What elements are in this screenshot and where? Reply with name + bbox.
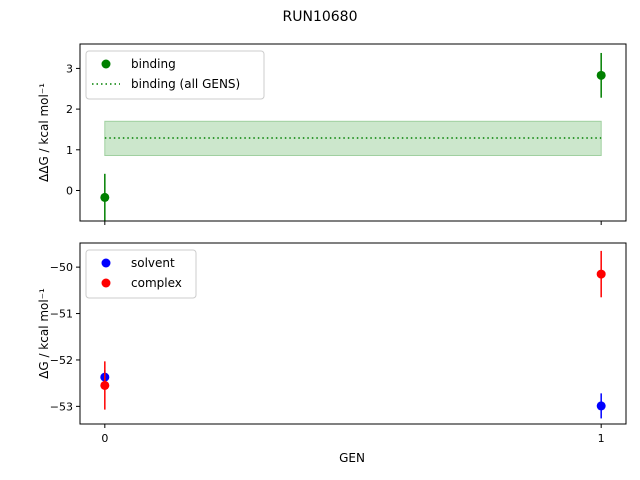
dg-panel: −53 −52 −51 −50 0 1 ΔG / kcal mol⁻¹ solvent comp…	[37, 242, 627, 445]
ddg-legend	[85, 50, 265, 100]
dg-ytick-label-0: −53	[50, 400, 73, 413]
ddg-ytick-label-3: 3	[66, 62, 73, 75]
dg-legend	[85, 249, 197, 299]
dg-xtick-label-0: 0	[101, 432, 108, 445]
ddg-binding-point-1	[596, 70, 606, 80]
ddg-ytick-label-2: 2	[66, 103, 73, 116]
ddg-legend-marker-0	[101, 59, 111, 69]
dg-complex-point-0	[100, 380, 110, 390]
dg-legend-label-0: solvent	[131, 256, 175, 270]
ddg-legend-label-0: binding	[131, 57, 176, 71]
dg-ytick-label-3: −50	[50, 261, 73, 274]
ddg-binding-point-0	[100, 192, 110, 202]
ddg-axes-frame	[79, 43, 627, 222]
figure-title: RUN10680	[283, 9, 358, 25]
dg-legend-label-1: complex	[131, 276, 182, 290]
dg-xtick-label-1: 1	[598, 432, 605, 445]
ddg-ytick-label-0: 0	[66, 184, 73, 197]
dg-legend-marker-1	[101, 278, 111, 288]
ddg-ytick-label-1: 1	[66, 144, 73, 157]
dg-ytick-label-1: −52	[50, 354, 73, 367]
ddg-legend-label-1: binding (all GENS)	[131, 77, 240, 91]
dg-axes-frame	[79, 242, 627, 425]
dg-complex-point-1	[596, 269, 606, 279]
dg-ytick-label-2: −51	[50, 308, 73, 321]
dg-y-axis-label: ΔG / kcal mol⁻¹	[37, 288, 51, 379]
x-axis-label: GEN	[339, 451, 365, 465]
dg-solvent-point-1	[596, 401, 606, 411]
dg-legend-marker-0	[101, 258, 111, 268]
ddg-y-axis-label: ΔΔG / kcal mol⁻¹	[37, 83, 51, 182]
